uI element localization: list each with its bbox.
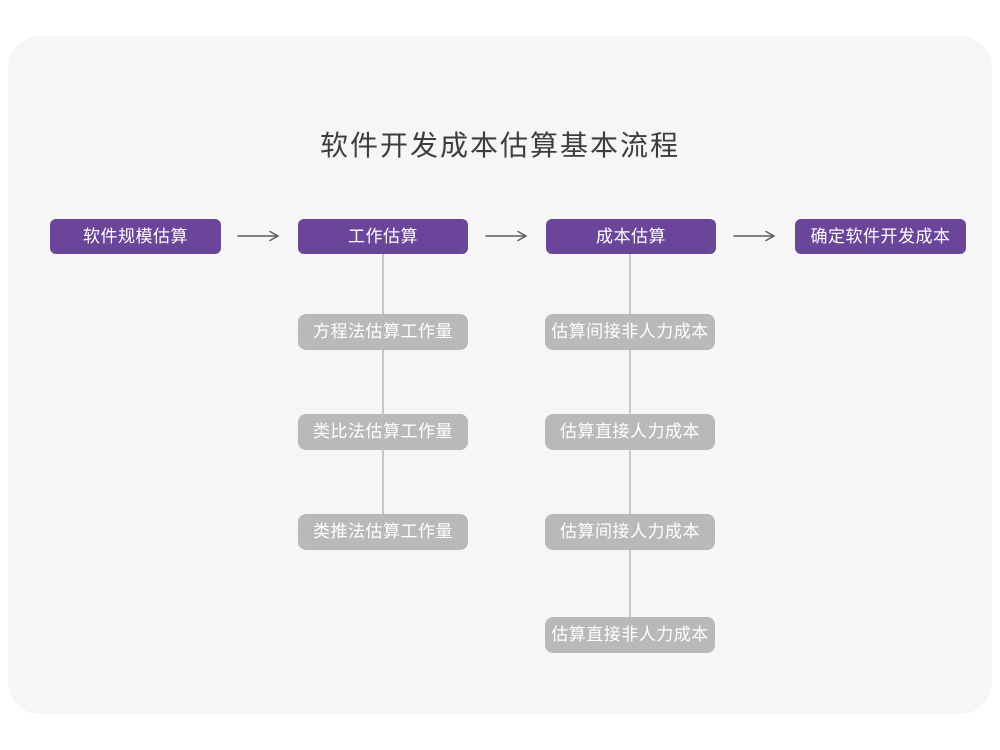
node-label: 方程法估算工作量 <box>313 322 453 341</box>
arrow-right-icon <box>733 230 775 242</box>
node-label: 类比法估算工作量 <box>313 422 453 441</box>
node-cost-estimation: 成本估算 <box>546 219 716 254</box>
node-analogy-method: 类比法估算工作量 <box>298 414 468 450</box>
node-label: 估算间接人力成本 <box>560 522 700 541</box>
arrow-right-icon <box>237 230 279 242</box>
node-indirect-labor-cost: 估算间接人力成本 <box>545 514 715 550</box>
node-indirect-nonlabor-cost: 估算间接非人力成本 <box>545 314 715 350</box>
node-determine-dev-cost: 确定软件开发成本 <box>795 219 966 254</box>
connector-work-estimation-line <box>382 254 384 514</box>
node-software-scale-estimation: 软件规模估算 <box>50 219 221 254</box>
diagram-title: 软件开发成本估算基本流程 <box>319 130 680 161</box>
flowchart-canvas: 软件开发成本估算基本流程 软件规模估算 工作估算 成本估算 确定软件开发成本 方 <box>8 36 992 714</box>
node-direct-nonlabor-cost: 估算直接非人力成本 <box>545 617 715 653</box>
node-label: 类推法估算工作量 <box>313 522 453 541</box>
node-label: 估算间接非人力成本 <box>551 322 709 341</box>
node-equation-method: 方程法估算工作量 <box>298 314 468 350</box>
node-label: 工作估算 <box>348 227 418 246</box>
node-extrapolation-method: 类推法估算工作量 <box>298 514 468 550</box>
node-label: 成本估算 <box>596 227 666 246</box>
node-label: 估算直接人力成本 <box>560 422 700 441</box>
node-direct-labor-cost: 估算直接人力成本 <box>545 414 715 450</box>
node-label: 估算直接非人力成本 <box>551 625 709 644</box>
node-work-estimation: 工作估算 <box>298 219 468 254</box>
arrow-right-icon <box>485 230 527 242</box>
node-label: 软件规模估算 <box>83 227 188 246</box>
node-label: 确定软件开发成本 <box>810 227 951 246</box>
